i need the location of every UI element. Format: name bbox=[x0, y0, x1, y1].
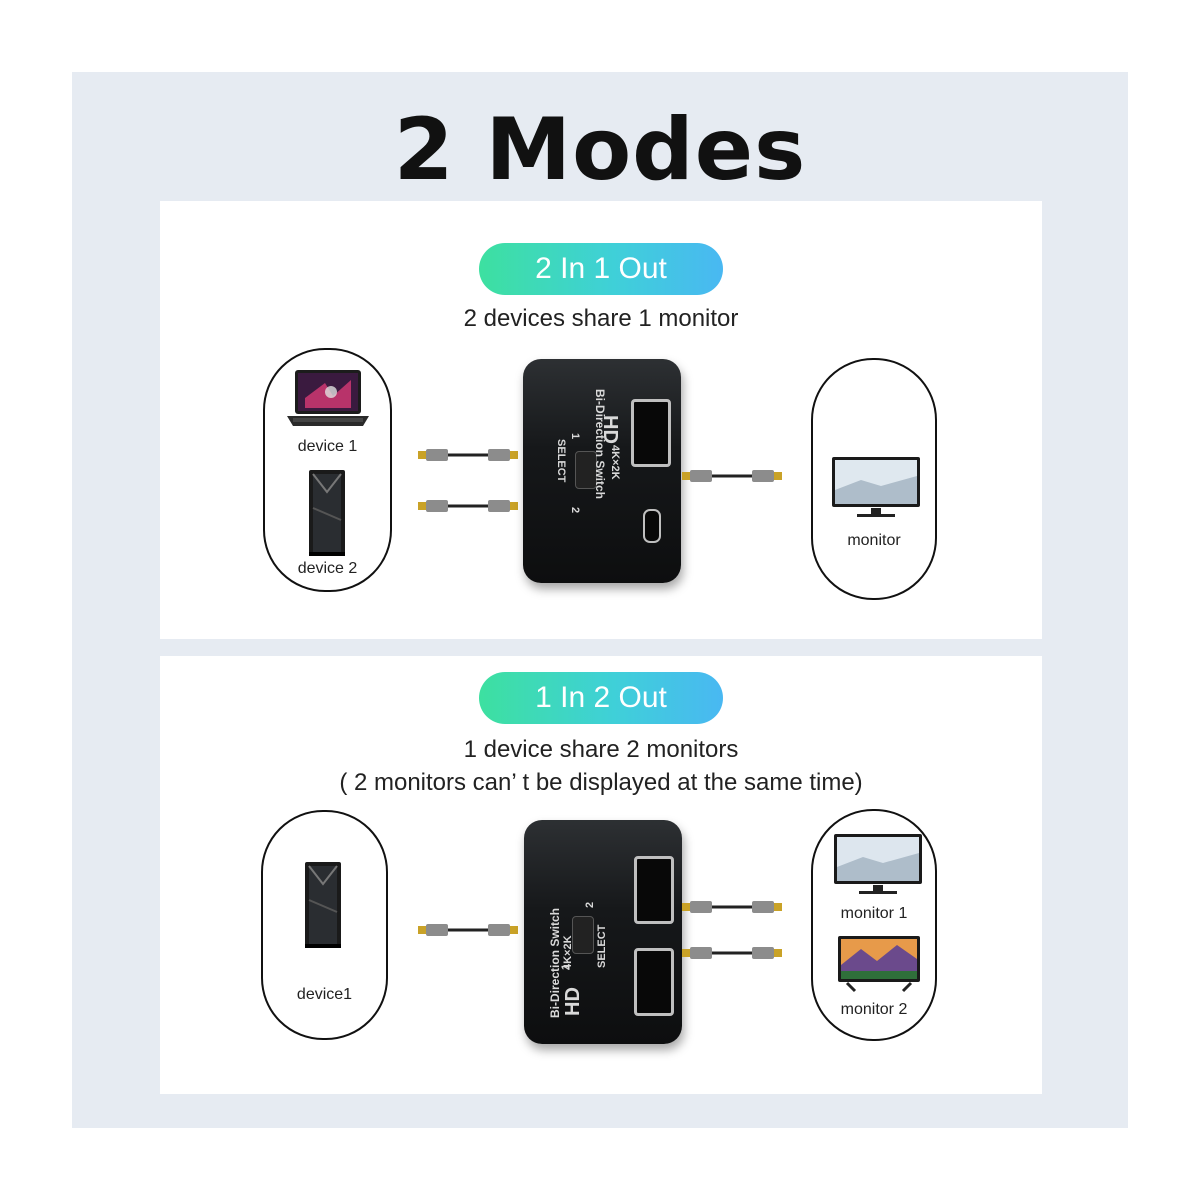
mode-subtitle: 2 devices share 1 monitor bbox=[463, 305, 739, 332]
select-pos-2: 2 bbox=[584, 901, 596, 908]
device-frame: device1 bbox=[261, 810, 388, 1040]
hdmi-port bbox=[634, 856, 674, 924]
pc-tower-icon bbox=[309, 470, 345, 556]
mode-subtitle-note: ( 2 monitors can’ t be displayed at the … bbox=[339, 769, 863, 796]
hdmi-cable-icon bbox=[682, 901, 782, 913]
hdmi-cable-icon bbox=[682, 947, 782, 959]
hdmi-cable-icon bbox=[682, 470, 782, 482]
switch-model: Bi-Direction Switch bbox=[593, 389, 607, 500]
select-label: SELECT bbox=[596, 924, 608, 968]
select-pos-1: 1 bbox=[560, 963, 572, 970]
select-slider bbox=[572, 916, 594, 954]
mode-pill: 2 In 1 Out bbox=[479, 243, 723, 295]
hdmi-port bbox=[631, 399, 671, 467]
device-label: device1 bbox=[296, 986, 353, 1003]
device-label: device 1 bbox=[297, 438, 358, 455]
devices-frame: device 1 device 2 bbox=[263, 348, 392, 592]
hdmi-cable-icon bbox=[418, 924, 518, 936]
mode-subtitle: 1 device share 2 monitors bbox=[463, 736, 739, 763]
monitor-label: monitor bbox=[847, 532, 901, 549]
monitor-icon bbox=[838, 936, 920, 993]
monitors-frame: monitor 1 monitor 2 bbox=[811, 809, 937, 1041]
monitor-frame: monitor bbox=[811, 358, 937, 600]
monitor-icon bbox=[834, 834, 922, 894]
select-pos-2: 2 bbox=[569, 507, 581, 514]
hdmi-switch-icon: HD 4K×2K Bi-Direction Switch SELECT 1 2 bbox=[523, 359, 681, 583]
monitor-label: monitor 2 bbox=[840, 1001, 908, 1018]
hdmi-switch-icon: HD 4K×2K Bi-Direction Switch SELECT 1 2 bbox=[524, 820, 682, 1044]
select-pos-1: 1 bbox=[569, 433, 581, 440]
hdmi-cable-icon bbox=[418, 500, 518, 512]
page-title: 2 Modes bbox=[393, 100, 807, 200]
monitor-icon bbox=[832, 457, 920, 517]
mode-pill: 1 In 2 Out bbox=[479, 672, 723, 724]
monitor-label: monitor 1 bbox=[840, 905, 908, 922]
select-slider bbox=[575, 451, 597, 489]
mode-card-1in2out: 1 In 2 Out 1 device share 2 monitors ( 2… bbox=[160, 656, 1042, 1094]
pc-tower-icon bbox=[305, 862, 341, 948]
switch-resolution: 4K×2K bbox=[609, 445, 621, 480]
select-label: SELECT bbox=[555, 439, 567, 483]
laptop-icon bbox=[287, 370, 369, 426]
hdmi-port bbox=[634, 948, 674, 1016]
usbc-port bbox=[643, 509, 661, 543]
hdmi-cable-icon bbox=[418, 449, 518, 461]
mode-card-2in1out: 2 In 1 Out 2 devices share 1 monitor dev… bbox=[160, 201, 1042, 639]
device-label: device 2 bbox=[297, 560, 358, 577]
switch-brand: HD bbox=[562, 987, 584, 1016]
